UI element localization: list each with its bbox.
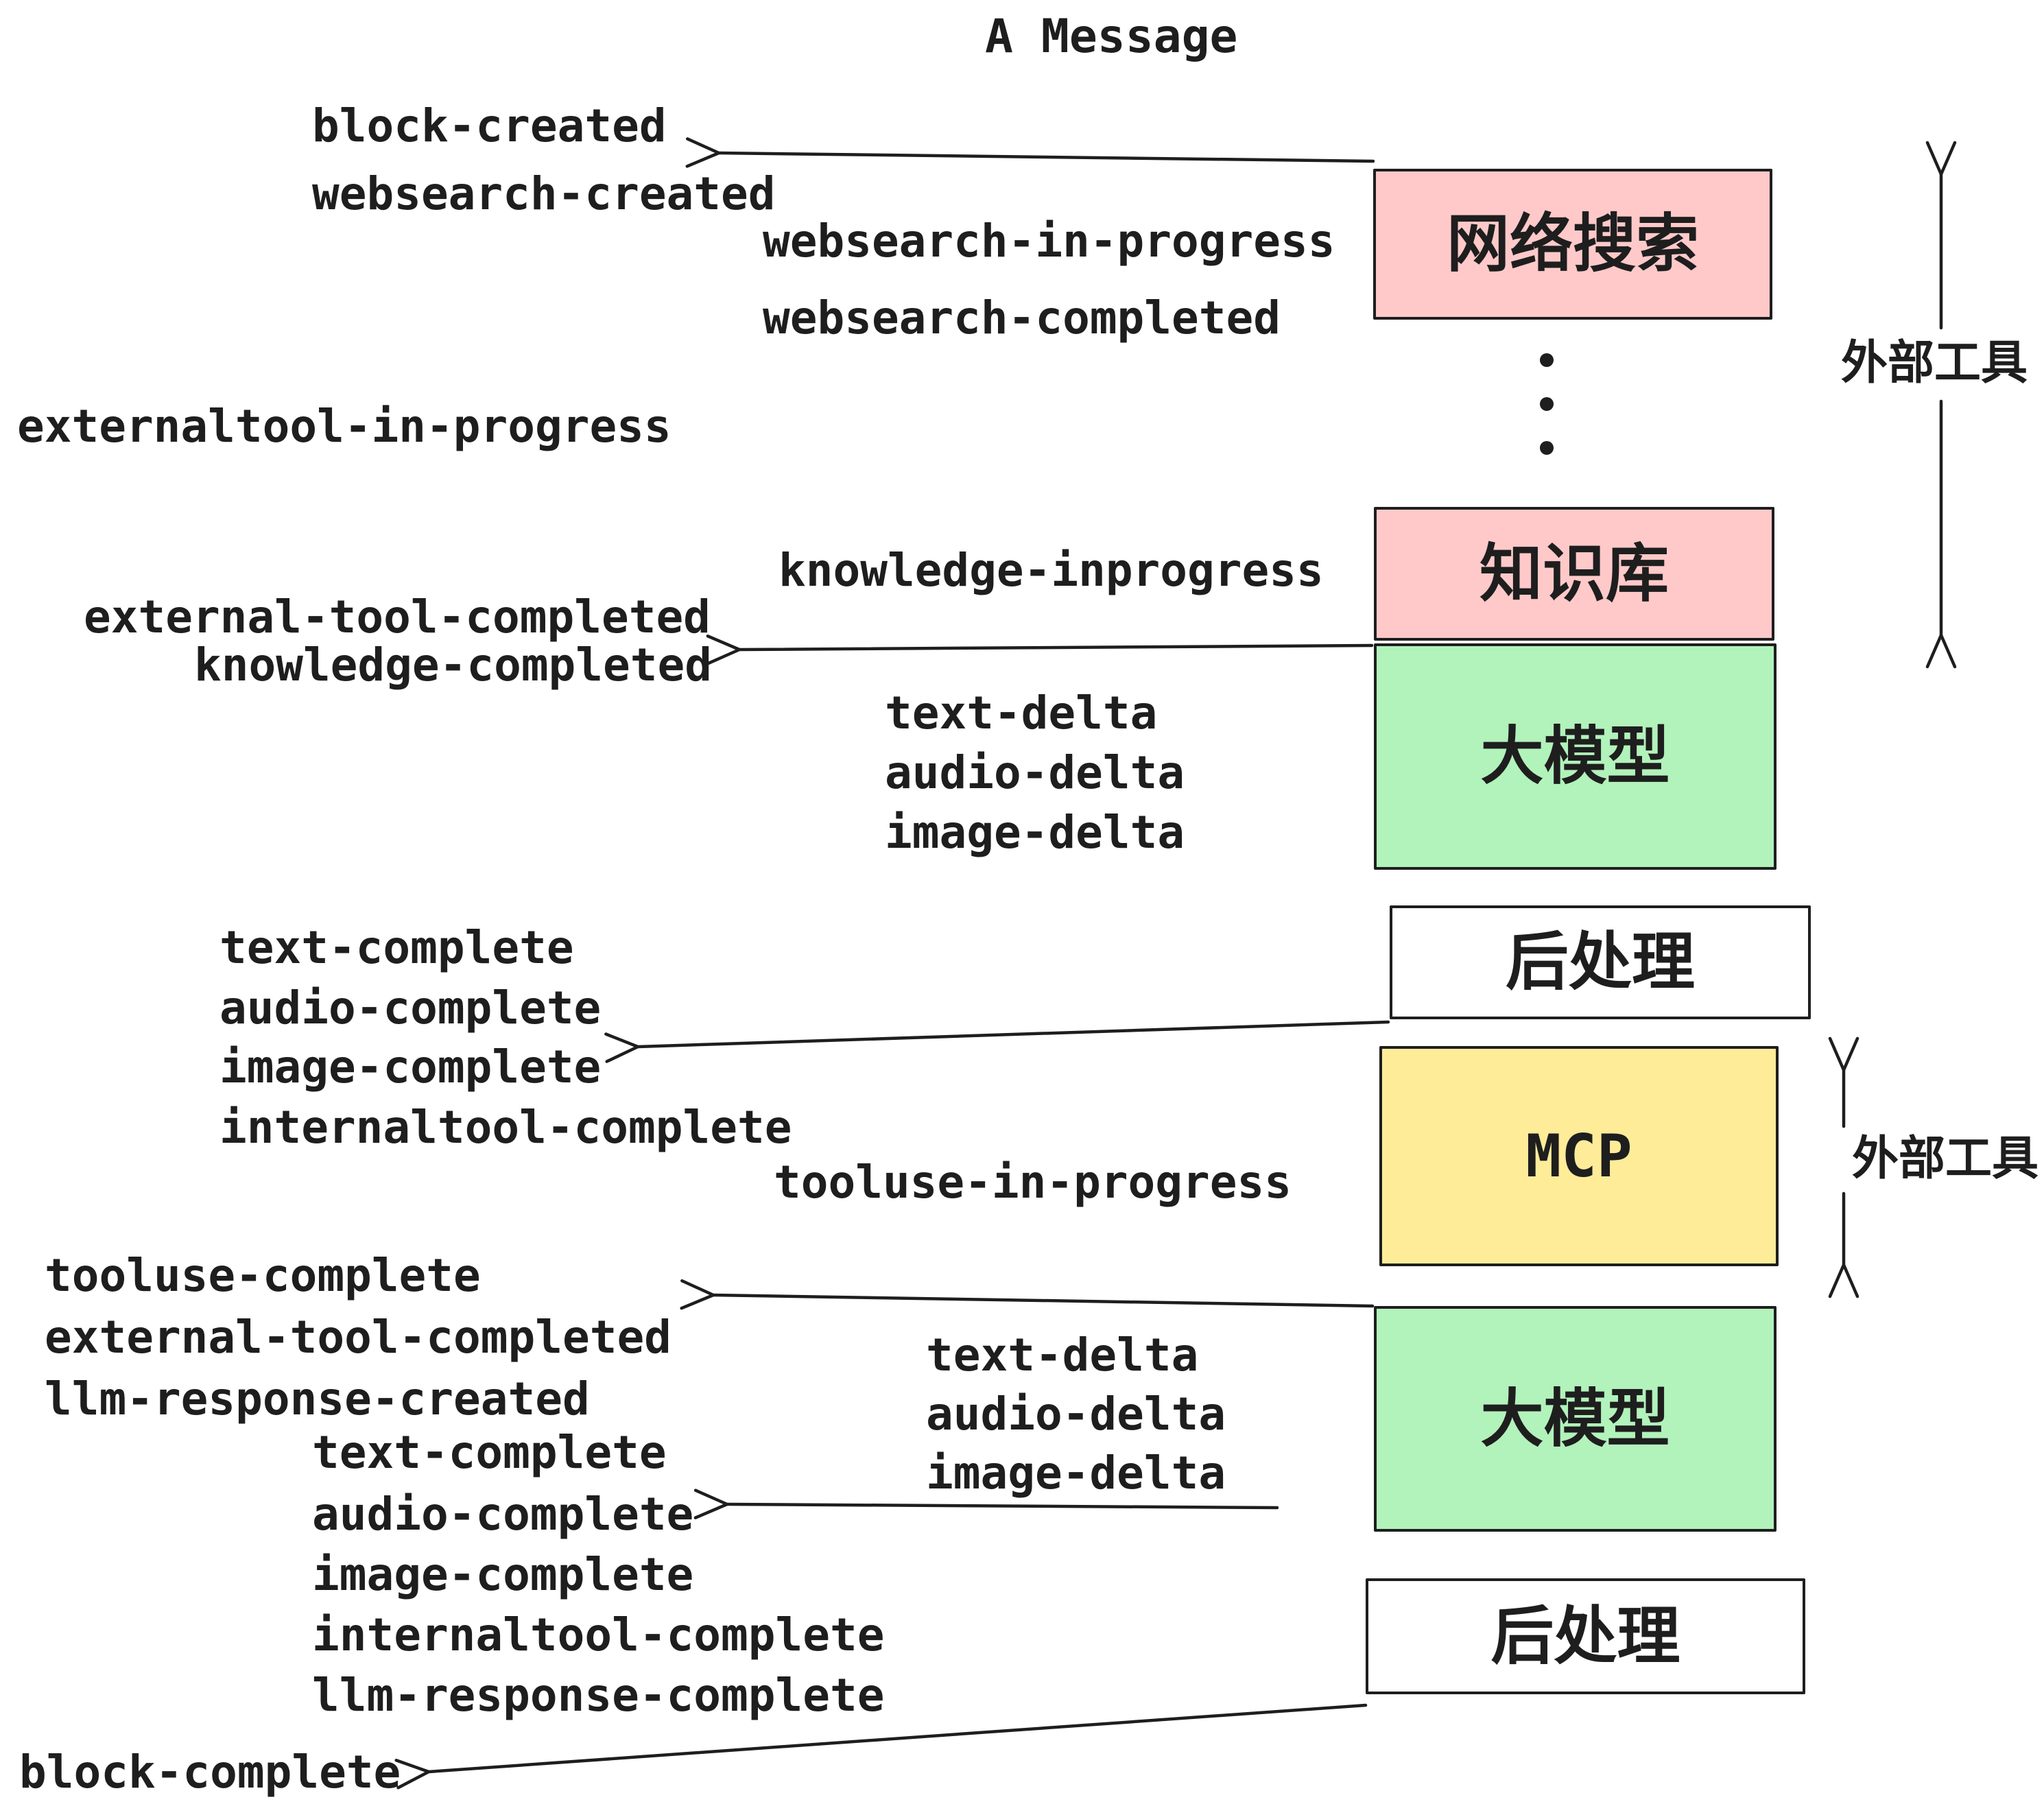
event-audio-delta-2: audio-delta [926,1388,1226,1440]
event-audio-delta-1: audio-delta [885,746,1185,799]
arrow-postprocess1-to-image-complete [604,1020,1390,1063]
event-external-tool-completed-1: external-tool-completed [84,591,711,643]
event-websearch-completed: websearch-completed [763,292,1281,344]
diagram-title: A Message [985,10,1238,64]
event-websearch-in-progress: websearch-in-progress [763,215,1335,268]
event-tooluse-in-progress: tooluse-in-progress [774,1156,1292,1209]
box-knowledge: 知识库 [1374,507,1774,641]
event-external-tool-completed-2: external-tool-completed [45,1311,672,1364]
event-knowledge-inprogress: knowledge-inprogress [779,544,1324,597]
event-text-delta-1: text-delta [885,687,1158,739]
event-audio-complete-2: audio-complete [312,1488,694,1541]
arrow-llm2-to-audio-complete [693,1488,1279,1519]
event-block-created: block-created [312,99,667,152]
event-llm-response-complete: llm-response-complete [312,1669,885,1722]
event-websearch-created: websearch-created [312,167,776,220]
external-tools-label-1: 外部工具 [1841,336,2028,390]
box-llm-1: 大模型 [1374,643,1776,870]
box-postprocess-2: 后处理 [1366,1578,1805,1694]
box-llm-1-label: 大模型 [1480,720,1670,793]
event-text-complete-1: text-complete [219,921,574,974]
event-knowledge-completed: knowledge-completed [194,639,712,691]
box-postprocess-1: 后处理 [1390,905,1811,1019]
event-block-complete: block-complete [19,1746,401,1799]
arrow-postprocess2-to-block-complete [394,1703,1368,1790]
event-externaltool-in-progress: externaltool-in-progress [17,400,672,453]
event-text-delta-2: text-delta [926,1329,1199,1381]
event-image-complete-2: image-complete [312,1548,694,1601]
arrow-llm2-to-tooluse-complete [680,1279,1375,1310]
event-internaltool-complete-2: internaltool-complete [312,1609,885,1661]
box-mcp: MCP [1379,1046,1779,1266]
event-image-complete-1: image-complete [219,1041,602,1093]
box-llm-2: 大模型 [1374,1306,1776,1532]
box-websearch: 网络搜索 [1373,169,1772,320]
box-postprocess-2-label: 后处理 [1490,1599,1680,1673]
event-image-delta-1: image-delta [885,806,1185,859]
box-knowledge-label: 知识库 [1479,536,1669,610]
box-llm-2-label: 大模型 [1480,1381,1670,1456]
event-llm-response-created: llm-response-created [45,1373,590,1425]
ellipsis-dots [1540,353,1554,455]
event-text-complete-2: text-complete [312,1426,667,1479]
event-audio-complete-1: audio-complete [219,982,602,1034]
arrow-llm1-to-knowledge-completed [706,634,1374,665]
box-websearch-label: 网络搜索 [1446,207,1699,281]
event-image-delta-2: image-delta [926,1447,1226,1499]
external-tools-label-2: 外部工具 [1852,1132,2039,1186]
arrow-websearch-to-block-created [685,137,1375,168]
box-mcp-label: MCP [1525,1121,1632,1191]
event-tooluse-complete: tooluse-complete [45,1249,481,1302]
box-postprocess-1-label: 后处理 [1505,925,1695,999]
event-internaltool-complete-1: internaltool-complete [219,1101,792,1154]
